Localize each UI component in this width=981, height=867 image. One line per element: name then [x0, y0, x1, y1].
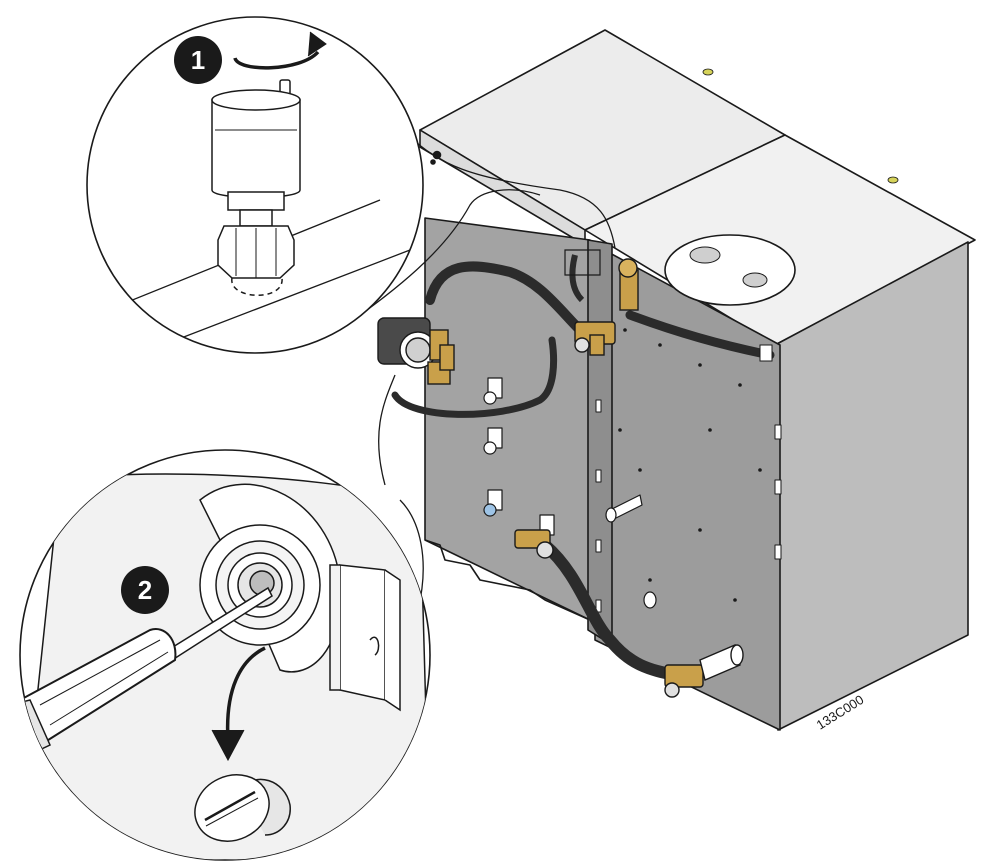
piping-assembly	[377, 249, 775, 698]
callout-step-1: 1	[86, 16, 424, 354]
screwdriver	[20, 586, 273, 753]
hose-right-top	[625, 310, 775, 360]
step-1-number: 1	[191, 45, 205, 75]
step-2-number: 2	[138, 575, 152, 605]
brass-fitting-top	[574, 258, 639, 356]
boiler-unit	[419, 29, 976, 731]
drain-plug	[194, 774, 291, 842]
hose-bottom	[539, 539, 681, 681]
step-2-badge: 2	[121, 566, 169, 614]
air-vent-valve	[211, 79, 301, 296]
top-indicator-2	[887, 176, 899, 184]
step-1-badge: 1	[174, 36, 222, 84]
hose-top	[425, 261, 585, 335]
top-cover-front	[584, 134, 976, 346]
rotate-arrow-icon	[233, 31, 327, 70]
callout-step-2: 2	[19, 449, 431, 861]
circulation-pump	[377, 317, 455, 385]
top-indicator-1	[702, 68, 714, 76]
hose-loop	[391, 336, 558, 418]
brass-fitting-mid	[514, 529, 554, 559]
curved-down-arrow-icon	[211, 646, 266, 762]
panel-divider	[587, 239, 613, 646]
top-flue-opening	[664, 234, 796, 306]
brass-fitting-bottom	[664, 644, 744, 698]
